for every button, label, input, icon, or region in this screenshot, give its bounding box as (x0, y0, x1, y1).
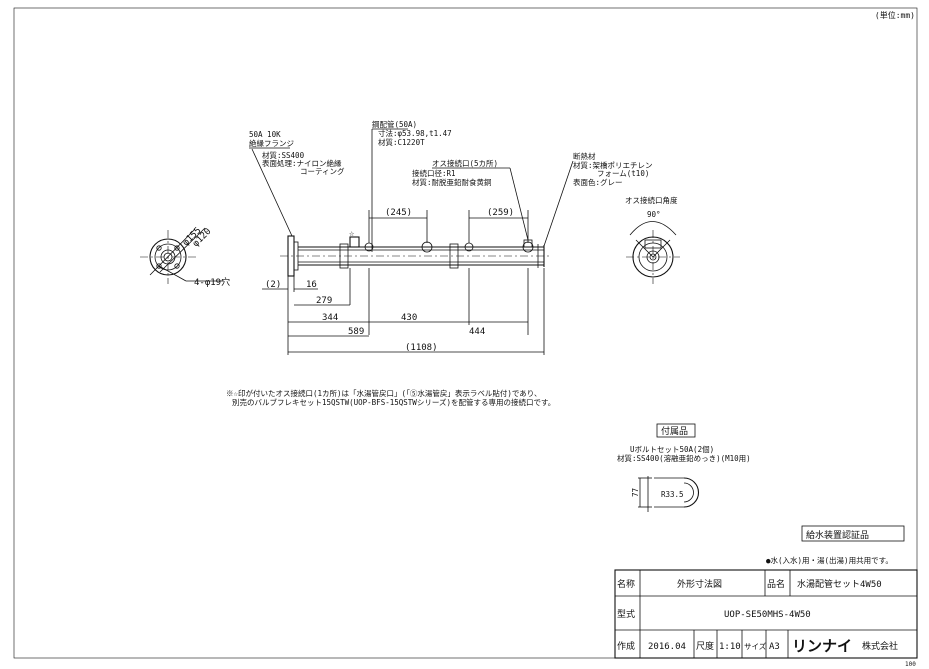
dim-430: 430 (401, 313, 417, 323)
pipe-size: 寸法:φ53.98,t1.47 (378, 128, 452, 138)
tb-name-label: 名称 (617, 578, 635, 590)
tb-made-label: 作成 (617, 640, 635, 652)
star-marker: ☆ (349, 229, 355, 239)
flange-spec: 50A 10K (249, 130, 281, 139)
tb-model-label: 型式 (617, 608, 635, 620)
tb-company: 株式会社 (862, 640, 898, 652)
connector-name: オス接続口(5カ所) (432, 158, 498, 168)
usage-note: ●水(入水)用・湯(出湯)用共用です。 (766, 555, 893, 565)
dim-444: 444 (469, 327, 485, 337)
dim-gap-259: (259) (487, 208, 514, 218)
insulation-name: 断熱材 (573, 151, 596, 161)
unit-note: (単位:mm) (874, 11, 915, 20)
port-angle-title: オス接続口角度 (625, 195, 678, 205)
insulation-material: 材質:架橋ポリエチレン (573, 160, 653, 170)
certification-box (801, 525, 905, 542)
insulation-surface: 表面色:グレー (573, 177, 623, 187)
accessory-radius: R33.5 (661, 490, 684, 499)
dim-2: (2) (265, 280, 281, 290)
pipe-side-view (280, 210, 552, 277)
flange-hole-note: 4-φ19穴 (194, 276, 230, 288)
connector-thread: 接続口径:R1 (412, 168, 456, 178)
certification-label: 給水装置認証品 (806, 529, 869, 541)
flange-name: 絶縁フランジ (249, 138, 294, 148)
tb-product-label: 品名 (767, 578, 785, 590)
tb-brand: リンナイ (792, 637, 852, 655)
tb-size-label: サイズ (744, 641, 767, 651)
flange-coating: コーティング (300, 166, 345, 176)
tb-product-value: 水湯配管セット4W50 (797, 578, 882, 590)
tb-model-value: UOP-SE50MHS-4W50 (724, 610, 811, 620)
tb-page-no: 100 (905, 661, 916, 668)
tb-scale-value: 1:10 (719, 642, 741, 652)
accessory-name: Uボルトセット50A(2個) (630, 444, 714, 454)
port-angle-value: 90° (647, 210, 661, 219)
title-block (614, 569, 918, 659)
flange-surface: 表面処理:ナイロン絶縁 (262, 158, 342, 168)
tb-size-value: A3 (769, 642, 780, 652)
dim-279: 279 (316, 296, 332, 306)
tb-made-value: 2016.04 (648, 642, 686, 652)
insulation-material2: フォーム(t10) (597, 169, 649, 178)
accessory-material: 材質:SS400(溶融亜鉛めっき)(M10用) (617, 453, 751, 463)
port-angle-view (626, 221, 680, 284)
remark-line1: ※☆印が付いたオス接続口(1カ所)は「水湯管戻口」(「⑤水湯管戻」表示ラベル貼付… (226, 388, 541, 398)
remark-line2: 別売のバルブフレキセット15QSTW(UOP-BFS-15QSTWシリーズ)を配… (232, 397, 555, 407)
dim-16: 16 (306, 280, 317, 290)
pipe-material: 材質:C1220T (378, 137, 425, 147)
dim-gap-245: (245) (385, 208, 412, 218)
dim-344: 344 (322, 313, 338, 323)
dim-589: 589 (348, 327, 364, 337)
dimension-lines (262, 268, 545, 355)
drawing-frame (13, 7, 918, 659)
flange-end-view (140, 227, 224, 284)
accessory-height: 77 (631, 488, 640, 497)
connector-material: 材質:耐脱亜鉛耐食黄銅 (412, 177, 492, 187)
pipe-name: 鋼配管(50A) (372, 119, 417, 129)
flange-material: 材質:SS400 (262, 150, 305, 160)
dim-total: (1108) (405, 343, 438, 353)
tb-name-value: 外形寸法図 (677, 578, 722, 590)
tb-scale-label: 尺度 (696, 640, 714, 652)
u-bolt-drawing (638, 476, 699, 512)
accessory-heading: 付属品 (661, 426, 688, 437)
